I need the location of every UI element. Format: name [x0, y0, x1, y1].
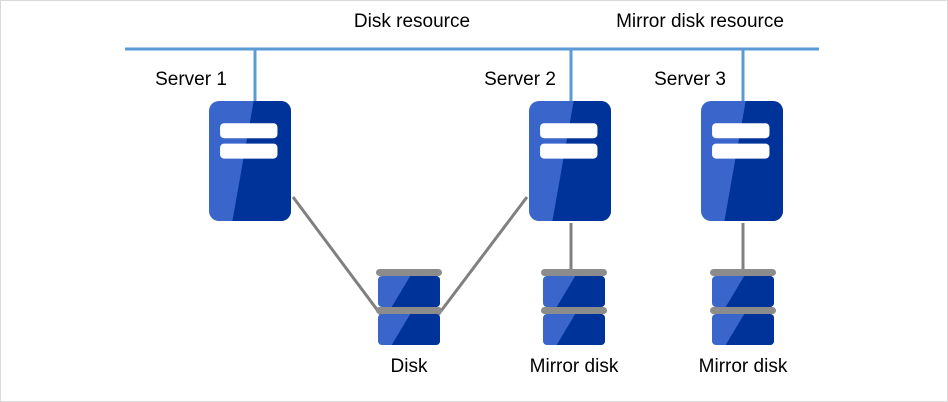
disk-icon-disk — [376, 269, 442, 345]
disk-block-shade-2 — [725, 314, 774, 345]
server-bar-1 — [712, 123, 770, 139]
connector-group — [291, 196, 745, 320]
server-label-server-2: Server 2 — [484, 69, 556, 90]
resource-label-disk-resource: Disk resource — [353, 11, 471, 32]
server-icon-group — [209, 101, 783, 221]
disk-platter-2 — [710, 307, 776, 314]
disk-platter-1 — [710, 269, 776, 276]
disk-label-mirror-disk-2: Mirror disk — [529, 356, 619, 377]
disk-icon-mirror-disk-2 — [541, 269, 607, 345]
server-label-server-3: Server 3 — [654, 69, 726, 90]
server-icon-2 — [529, 101, 611, 221]
disk-label-disk: Disk — [390, 356, 428, 377]
resource-label-mirror-disk-resource: Mirror disk resource — [616, 11, 784, 32]
server-icon-1 — [209, 101, 291, 221]
disk-block-shade-2 — [556, 314, 605, 345]
disk-block-shade-1 — [556, 276, 605, 307]
disk-platter-1 — [541, 269, 607, 276]
server-bar-1 — [220, 123, 278, 139]
link-server1-disk — [291, 196, 386, 320]
server-bar-2 — [540, 143, 598, 159]
disk-label-mirror-disk-3: Mirror disk — [698, 356, 788, 377]
server-label-server-1: Server 1 — [155, 69, 227, 90]
disk-block-shade-1 — [725, 276, 774, 307]
server-bar-2 — [712, 143, 770, 159]
disk-block-shade-1 — [391, 276, 440, 307]
resource-bus-group — [125, 47, 819, 101]
disk-icon-mirror-disk-3 — [710, 269, 776, 345]
disk-block-shade-2 — [391, 314, 440, 345]
server-bar-2 — [220, 143, 278, 159]
link-server2-disk — [433, 196, 529, 320]
server-icon-3 — [701, 101, 783, 221]
disk-platter-1 — [376, 269, 442, 276]
disk-platter-2 — [376, 307, 442, 314]
server-bar-1 — [540, 123, 598, 139]
disk-platter-2 — [541, 307, 607, 314]
disk-icon-group — [376, 269, 776, 345]
